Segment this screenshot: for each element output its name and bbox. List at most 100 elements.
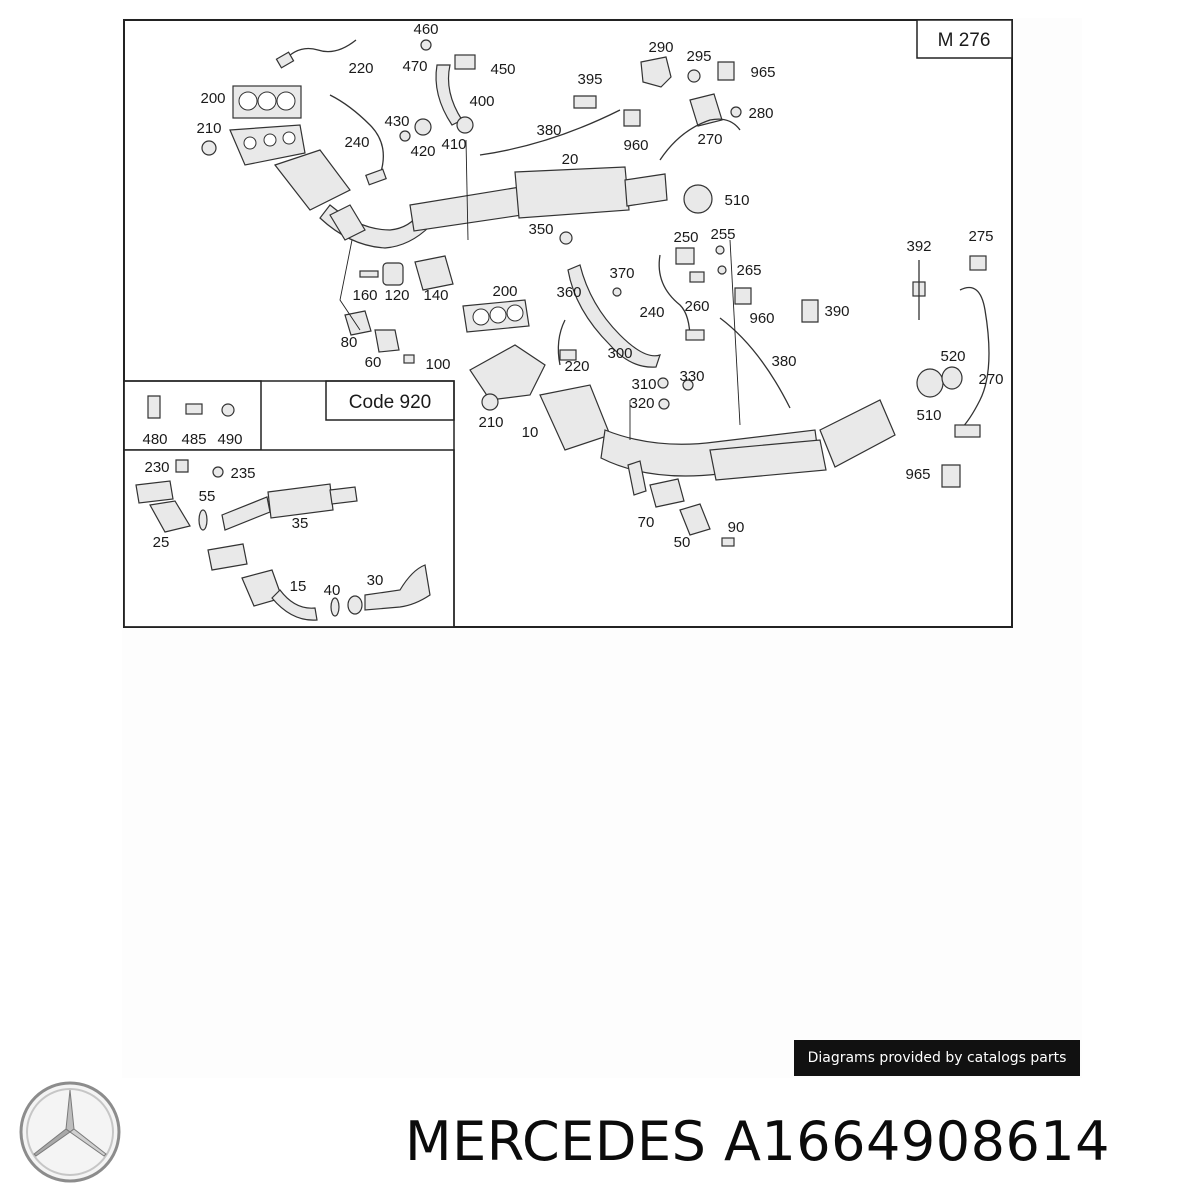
callout-320: 320 — [629, 395, 654, 412]
spacer-120 — [382, 262, 404, 286]
rear-muffler — [819, 399, 896, 468]
callout-160: 160 — [352, 287, 377, 304]
callout-265: 265 — [736, 262, 761, 279]
diagram-credit-banner: Diagrams provided by catalogs parts — [794, 1040, 1080, 1076]
callout-210: 210 — [196, 120, 221, 137]
bracket-upper — [329, 204, 366, 241]
nut-295 — [687, 69, 701, 83]
model-label: M 276 — [938, 30, 991, 51]
clip-275 — [969, 255, 987, 271]
callout-960-lower: 960 — [749, 310, 774, 327]
bolt-100 — [403, 354, 415, 364]
bracket-260 — [689, 271, 705, 283]
flange-450 — [454, 54, 476, 70]
bracket-480 — [147, 395, 161, 419]
leader-line-410 — [465, 139, 469, 241]
callout-labels: 460 220 470 450 400 200 210 240 430 420 … — [142, 21, 1003, 599]
callout-410: 410 — [441, 136, 466, 153]
clip-350 — [559, 231, 573, 245]
callout-70: 70 — [638, 514, 655, 531]
oxygen-sensor-cable-240 — [329, 94, 384, 176]
clamp-510-lower — [916, 368, 944, 398]
clamp-40 — [347, 595, 363, 615]
callout-480: 480 — [142, 431, 167, 448]
callout-220: 220 — [348, 60, 373, 77]
nut-255 — [715, 245, 725, 255]
variant-label: Code 920 — [349, 392, 431, 413]
nut-210-lower — [481, 393, 499, 411]
callout-965-lower: 965 — [905, 466, 930, 483]
callout-295: 295 — [686, 48, 711, 65]
pipe-300 — [567, 264, 661, 368]
callout-330: 330 — [679, 368, 704, 385]
catalytic-converter-upper — [274, 149, 351, 211]
nut-280 — [730, 106, 742, 118]
ring-55 — [198, 509, 208, 531]
mercedes-star-icon — [19, 1081, 121, 1183]
callout-20: 20 — [562, 151, 579, 168]
callout-350: 350 — [528, 221, 553, 238]
nut-320 — [658, 398, 670, 410]
oxygen-sensor-cable-220-lower — [557, 319, 566, 366]
flex-section — [709, 439, 827, 481]
credit-text: Diagrams provided by catalogs parts — [807, 1050, 1067, 1066]
callout-280: 280 — [748, 105, 773, 122]
callout-120: 120 — [384, 287, 409, 304]
damper-960-upper — [623, 109, 641, 127]
callout-15: 15 — [290, 578, 307, 595]
model-label-box — [916, 19, 1013, 59]
callout-310: 310 — [631, 376, 656, 393]
damper-960-lower — [734, 287, 752, 305]
callout-140: 140 — [423, 287, 448, 304]
sensor-cable-270-lower — [959, 286, 990, 431]
callout-200: 200 — [200, 90, 225, 107]
callout-400: 400 — [469, 93, 494, 110]
damper-140 — [414, 255, 454, 291]
gasket-15 — [207, 543, 248, 571]
callout-510-lower: 510 — [916, 407, 941, 424]
sensor-cable-380-lower — [719, 317, 791, 409]
callout-270-lower: 270 — [978, 371, 1003, 388]
callout-255: 255 — [710, 226, 735, 243]
hanger-bracket — [649, 478, 685, 508]
clip-310 — [657, 377, 669, 389]
callout-235: 235 — [230, 465, 255, 482]
sensor-cable-270-upper — [659, 118, 741, 161]
callout-510: 510 — [724, 192, 749, 209]
callout-300: 300 — [607, 345, 632, 362]
seal-410 — [456, 116, 474, 134]
callout-960: 960 — [623, 137, 648, 154]
clamp-420 — [414, 118, 432, 136]
callout-485: 485 — [181, 431, 206, 448]
nut-330 — [682, 379, 694, 391]
callout-260: 260 — [684, 298, 709, 315]
oxygen-sensor-cable-220 — [282, 39, 357, 63]
callout-30: 30 — [367, 572, 384, 589]
callout-35: 35 — [292, 515, 309, 532]
callout-80: 80 — [341, 334, 358, 351]
nut-235 — [212, 466, 224, 478]
callout-290: 290 — [648, 39, 673, 56]
sensor-holder-250 — [675, 247, 695, 265]
center-muffler-20 — [514, 166, 630, 219]
bolt-460 — [420, 39, 432, 51]
damper-60 — [374, 329, 400, 353]
oxygen-sensor-240-upper — [365, 168, 387, 186]
callout-100: 100 — [425, 356, 450, 373]
callout-450: 450 — [490, 61, 515, 78]
ring-520 — [941, 366, 963, 390]
oxygen-sensor-240-lower — [685, 329, 705, 341]
nut-210-upper — [201, 140, 217, 156]
damper-965-upper — [717, 61, 735, 81]
callout-90: 90 — [728, 519, 745, 536]
callout-520: 520 — [940, 348, 965, 365]
pipe-15 — [271, 589, 318, 621]
sensor-270-upper — [689, 93, 723, 127]
inset-small-parts-box — [123, 380, 262, 451]
callout-220-lower: 220 — [564, 358, 589, 375]
damper-50 — [679, 503, 711, 536]
callout-25: 25 — [153, 534, 170, 551]
callout-470: 470 — [402, 58, 427, 75]
part-title: MERCEDES A1664908614 — [405, 1110, 1111, 1173]
callout-395: 395 — [577, 71, 602, 88]
